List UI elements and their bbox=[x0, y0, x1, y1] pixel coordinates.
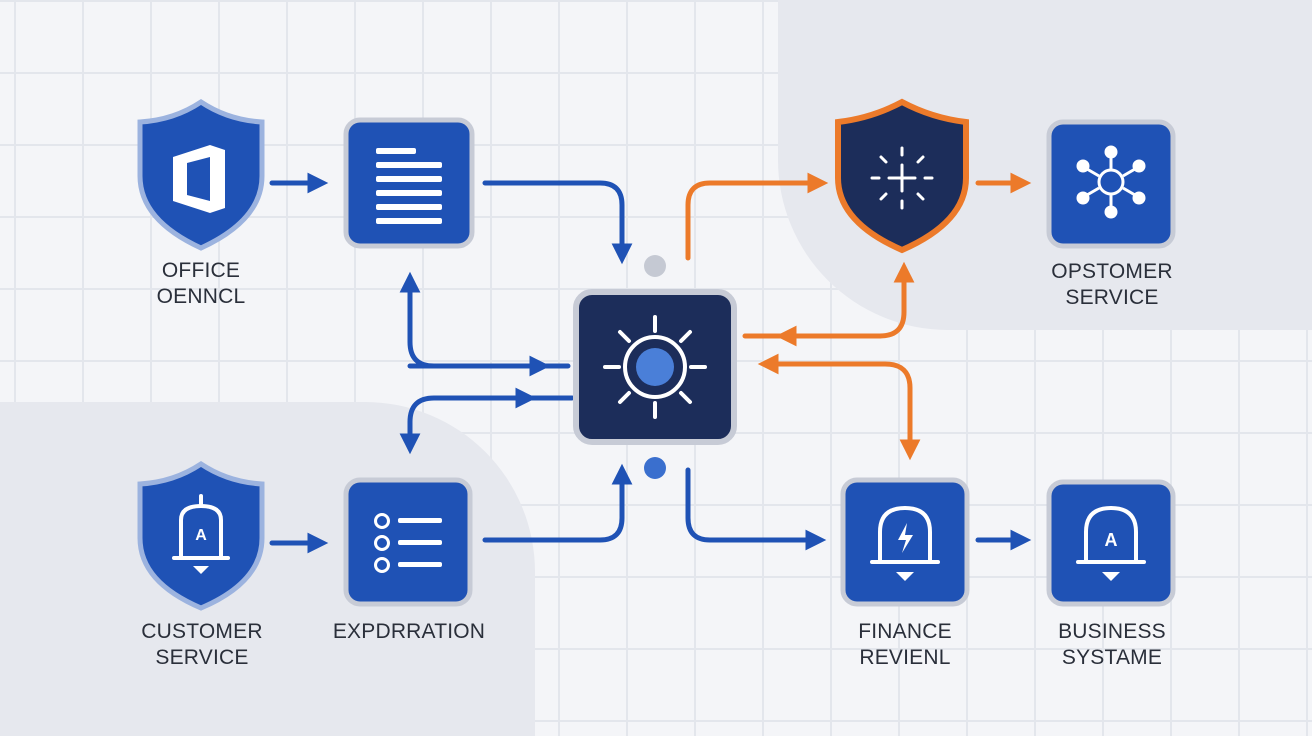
node-business-box[interactable]: A bbox=[1046, 479, 1176, 607]
node-network-box[interactable] bbox=[1046, 119, 1176, 249]
label-customer-line-2: SERVICE bbox=[155, 646, 249, 669]
node-customer-shield[interactable]: A bbox=[137, 460, 265, 611]
node-finance-box[interactable] bbox=[840, 477, 970, 607]
label-network-line-1: OPSTOMER bbox=[1051, 260, 1173, 283]
label-office-line-2: OENNCL bbox=[156, 285, 246, 308]
label-customer-line-1: CUSTOMER bbox=[141, 620, 263, 643]
node-exploration-box[interactable] bbox=[343, 477, 473, 607]
label-business-line-1: BUSINESS bbox=[1058, 620, 1166, 643]
hub-dot-top bbox=[644, 255, 666, 277]
connector-document-to-hub bbox=[482, 180, 633, 265]
checklist-icon bbox=[374, 513, 442, 573]
connector-exploration-to-hub bbox=[482, 463, 633, 543]
label-office-line-1: OFFICE bbox=[161, 259, 241, 282]
connector-hub-to-finance bbox=[685, 467, 827, 551]
label-exploration-line-1: EXPDRRATION bbox=[332, 620, 486, 643]
document-lines-icon bbox=[376, 148, 442, 224]
connector-hub-to-security-up bbox=[742, 261, 915, 339]
office-logo-icon bbox=[173, 145, 225, 213]
label-business-line-2: SYSTAME bbox=[1061, 646, 1163, 669]
connectors bbox=[269, 172, 1032, 554]
label-finance-line-1: FINANCE bbox=[858, 620, 952, 643]
sparkle-cross-icon bbox=[870, 146, 934, 210]
label-finance: FINANCE REVIENL bbox=[795, 619, 1015, 671]
bell-bolt-icon bbox=[870, 506, 940, 581]
node-document-box[interactable] bbox=[343, 117, 475, 249]
label-customer: CUSTOMER SERVICE bbox=[92, 619, 312, 671]
connector-hub-to-exploration bbox=[399, 395, 575, 455]
network-nodes-icon bbox=[1076, 145, 1146, 219]
label-office: OFFICE OENNCL bbox=[91, 258, 311, 310]
label-network-line-2: SERVICE bbox=[1065, 286, 1159, 309]
label-network: OPSTOMER SERVICE bbox=[1002, 259, 1222, 311]
connector-hub-to-document bbox=[399, 271, 571, 369]
label-finance-line-2: REVIENL bbox=[859, 646, 951, 669]
node-central-hub[interactable] bbox=[573, 289, 737, 445]
connector-hub-to-finance-orange bbox=[767, 361, 921, 461]
svg-text:A: A bbox=[1105, 530, 1118, 550]
label-business: BUSINESS SYSTAME bbox=[1002, 619, 1222, 671]
node-office-shield[interactable] bbox=[137, 98, 265, 251]
connector-hub-to-security bbox=[685, 172, 829, 261]
hub-dot-bottom bbox=[644, 457, 666, 479]
bell-a-icon: A bbox=[1076, 506, 1146, 581]
node-security-shield[interactable] bbox=[835, 98, 969, 254]
hub-core-dot bbox=[636, 348, 674, 386]
bell-a-icon: A bbox=[172, 494, 230, 574]
svg-text:A: A bbox=[195, 527, 207, 544]
label-exploration: EXPDRRATION bbox=[299, 619, 519, 645]
